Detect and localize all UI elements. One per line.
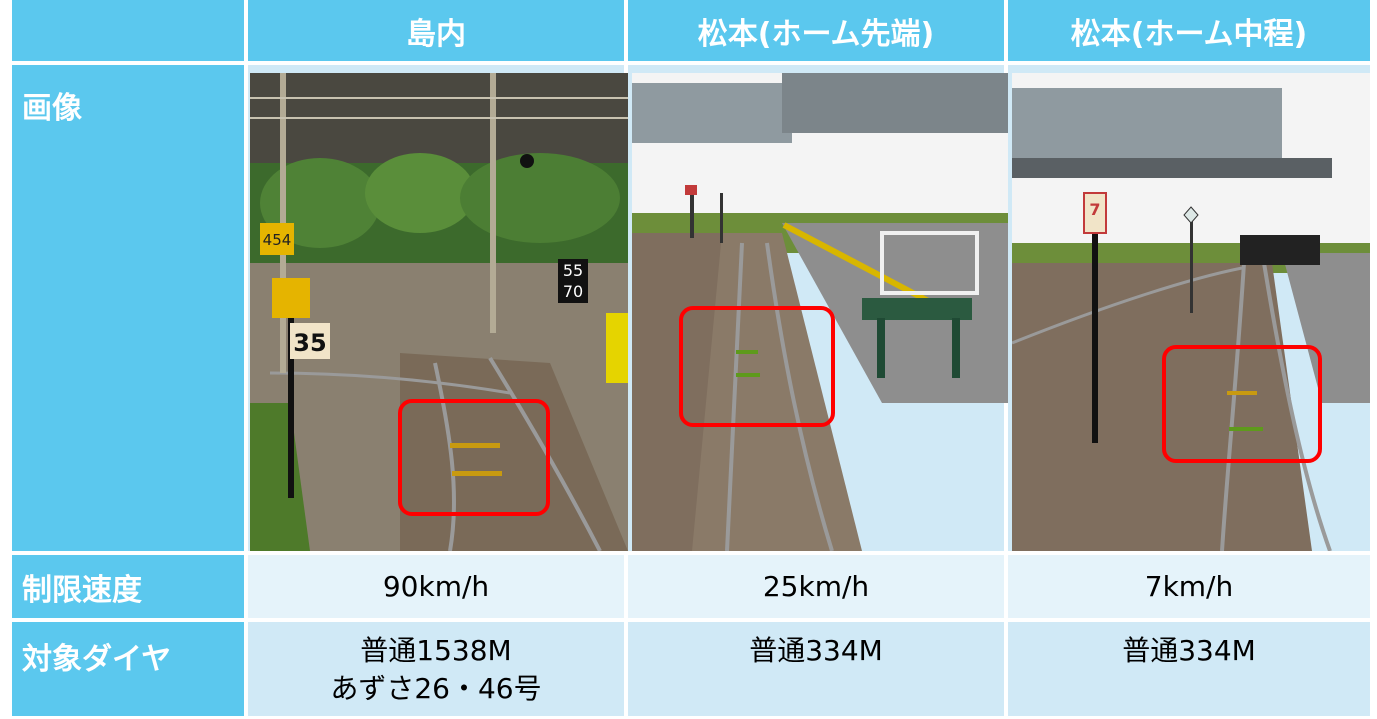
- grass-left: [250, 403, 310, 551]
- bench-leg: [952, 318, 960, 378]
- rail-left: [433, 362, 457, 551]
- car-stop-sign: [1083, 192, 1107, 234]
- beacon-1: [1227, 391, 1257, 395]
- rail-left: [1220, 262, 1246, 551]
- platform-yellow-line: [782, 222, 934, 306]
- km-post-sign: [260, 223, 294, 255]
- signal-light: [520, 154, 534, 168]
- platform: [1282, 253, 1370, 403]
- dia-value-2: 普通334M: [749, 634, 883, 667]
- footbridge: [632, 83, 792, 143]
- track-bed: [692, 233, 862, 551]
- branch-rail: [1012, 266, 1243, 345]
- railing: [880, 231, 979, 295]
- row-label-dia: 対象ダイヤ: [12, 622, 244, 716]
- speed-limit-text: 35: [293, 329, 326, 357]
- speed-plate-upper: 55: [563, 261, 583, 280]
- row-label-image: 画像: [12, 65, 244, 551]
- branch-rail: [269, 371, 511, 395]
- yellow-board: [272, 278, 310, 318]
- scene-matsumoto-middle: 7: [1012, 73, 1370, 551]
- speed-plate-lower: 70: [563, 282, 583, 301]
- rail-left: [725, 242, 744, 551]
- car-stop-text: 7: [1089, 200, 1100, 219]
- row-label-speed: 制限速度: [12, 555, 244, 618]
- highlight-box-3: [1162, 345, 1322, 463]
- small-sign: [685, 185, 697, 195]
- header-col2-text: 松本(ホーム先端): [697, 16, 935, 52]
- header-corner: [12, 0, 244, 61]
- scene-matsumoto-edge: [632, 73, 1008, 551]
- catenary-pole: [490, 73, 496, 333]
- row-label-dia-text: 対象ダイヤ: [22, 642, 172, 677]
- speed-value-1: 90km/h: [382, 570, 490, 603]
- scene-matsumoto-middle-svg: 7: [1012, 73, 1370, 551]
- rail-right: [1262, 262, 1332, 551]
- tree: [460, 153, 620, 243]
- dia-value-1-line2: あずさ26・46号: [330, 672, 542, 705]
- roof-edge: [1012, 158, 1332, 178]
- station-gate: [1240, 235, 1320, 265]
- speed-cell-1: 90km/h: [248, 555, 624, 618]
- highlight-box-1: [398, 399, 550, 516]
- dia-value-3: 普通334M: [1122, 634, 1256, 667]
- speed-cell-3: 7km/h: [1008, 555, 1370, 618]
- speed-cell-2: 25km/h: [628, 555, 1004, 618]
- beacon-2: [736, 373, 760, 377]
- beacon-2: [452, 471, 502, 476]
- row-label-speed-text: 制限速度: [22, 572, 142, 608]
- sign-pole: [1190, 213, 1193, 313]
- speed-value-2: 25km/h: [762, 570, 870, 603]
- bench-leg: [877, 318, 885, 378]
- beacon-1: [736, 350, 758, 354]
- dia-cell-2: 普通334M: [628, 622, 1004, 716]
- sign-pole: [690, 188, 694, 238]
- km-post-text: 454: [263, 231, 292, 249]
- scene-matsumoto-edge-svg: [632, 73, 1008, 551]
- dia-cell-1: 普通1538M あずさ26・46号: [248, 622, 624, 716]
- diamond-sign: [1183, 206, 1199, 224]
- platform-roof: [782, 73, 1008, 133]
- beacon-2: [1229, 427, 1263, 431]
- header-matsumoto-middle: 松本(ホーム中程): [1008, 0, 1370, 61]
- dia-cell-3: 普通334M: [1008, 622, 1370, 716]
- speed-value-3: 7km/h: [1144, 570, 1234, 603]
- footbridge: [1012, 88, 1282, 158]
- highlight-box-2: [679, 306, 835, 427]
- speed-limit-sign: [290, 323, 330, 359]
- bench: [862, 298, 972, 320]
- dia-value-1-line1: 普通1538M: [360, 634, 512, 667]
- header-shimauchi: 島内: [248, 0, 624, 61]
- tree: [365, 153, 475, 233]
- beacon-1: [450, 443, 500, 448]
- sign-pole: [288, 318, 294, 498]
- rail-right: [765, 242, 834, 551]
- header-matsumoto-edge: 松本(ホーム先端): [628, 0, 1004, 61]
- speed-plate: [558, 259, 588, 303]
- header-col3-text: 松本(ホーム中程): [1070, 16, 1308, 52]
- hazard-post: [606, 313, 628, 383]
- sign-pole: [720, 193, 723, 243]
- header-col1-text: 島内: [406, 16, 466, 52]
- row-label-image-text: 画像: [22, 91, 82, 126]
- car-stop-pole: [1092, 233, 1098, 443]
